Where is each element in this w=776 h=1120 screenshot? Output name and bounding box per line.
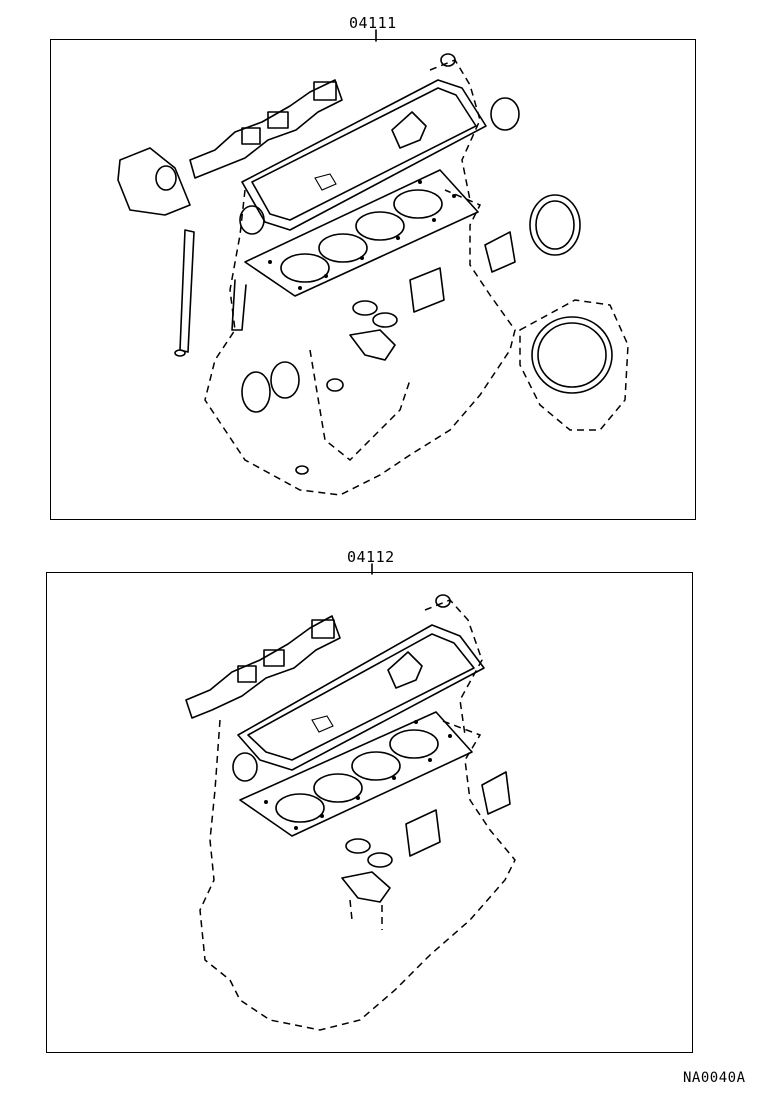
- oil-pump-gasket-bottom: [341, 838, 393, 903]
- thermostat-gasket-bottom: [405, 809, 441, 857]
- drain-plug-gasket-top: [326, 378, 344, 392]
- camshaft-seal-bracket-top: [391, 111, 427, 149]
- engine-block-outline-bottom: [199, 599, 516, 1031]
- oil-pan-seal-strip-top: [309, 349, 411, 462]
- transmission-housing-gasket-top: [519, 299, 629, 431]
- o-ring-top-right-bottom: [435, 594, 451, 608]
- engine-block-outline-top: [204, 59, 516, 496]
- o-ring-large-top: [270, 361, 300, 399]
- spark-plug-tube-seal-bottom: [311, 715, 334, 733]
- valve-cover-gasket-bottom: [237, 624, 485, 771]
- part-number-label-top: 04111: [349, 14, 397, 32]
- camshaft-seal-bracket-bottom: [387, 651, 423, 689]
- water-inlet-gasket-top: [231, 279, 247, 331]
- rear-oil-seal-top: [241, 371, 271, 413]
- water-outlet-gasket-right-bottom: [481, 771, 511, 815]
- cylinder-head-gasket-bottom: [239, 711, 473, 837]
- intake-manifold-gasket-bottom: [185, 615, 341, 719]
- oil-pump-gasket-top: [349, 300, 398, 361]
- o-ring-small-top: [490, 97, 520, 131]
- oil-seal-left-bottom: [232, 752, 258, 782]
- timing-cover-gasket-top: [117, 147, 191, 216]
- intake-manifold-gasket-top: [189, 79, 343, 179]
- small-seal-top: [174, 349, 186, 357]
- o-ring-top-right: [440, 53, 456, 67]
- spark-plug-tube-seal-top: [314, 173, 337, 191]
- water-outlet-gasket-right-top: [484, 231, 516, 273]
- part-number-label-bottom: 04112: [347, 548, 395, 566]
- cylinder-head-gasket-top: [244, 169, 479, 297]
- oil-pan-seal-strip-bottom: [349, 899, 383, 930]
- panel-frame-top: [50, 39, 696, 520]
- oil-seal-left-top: [239, 205, 265, 235]
- crankshaft-seal-right-top: [529, 194, 581, 256]
- bolt-washer-top: [295, 465, 309, 475]
- thermostat-gasket-top: [409, 267, 445, 313]
- panel-frame-bottom: [46, 572, 693, 1053]
- valve-cover-gasket-top: [241, 79, 487, 231]
- figure-code: NA0040A: [683, 1070, 746, 1086]
- dipstick-tube-top: [179, 229, 195, 353]
